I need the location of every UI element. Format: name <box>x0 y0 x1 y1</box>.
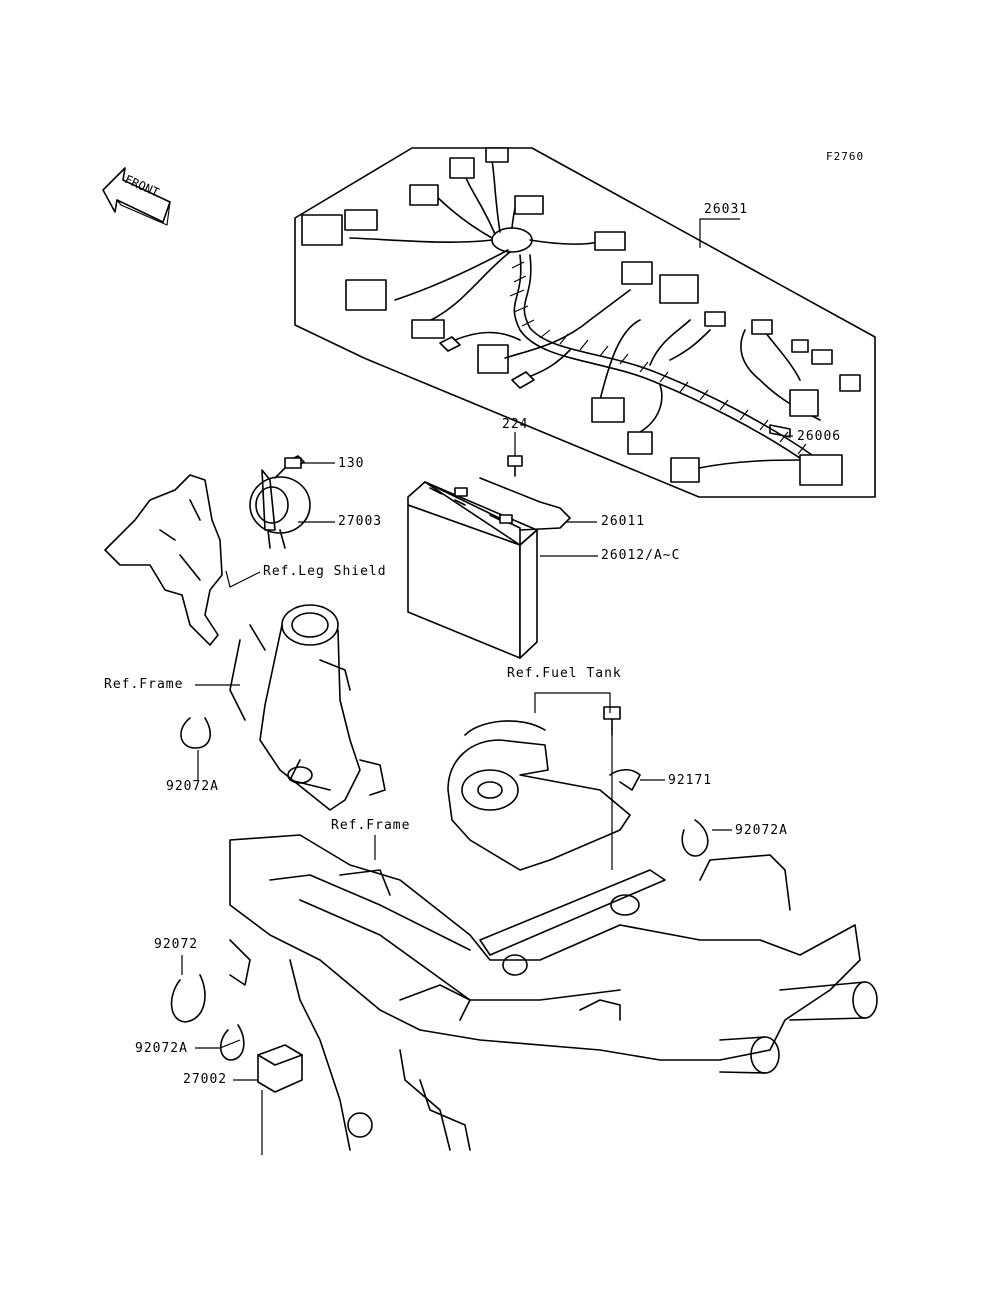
ref-fuel-tank-label: Ref.Fuel Tank <box>507 666 622 681</box>
harness-box <box>294 147 876 498</box>
front-arrow-icon <box>102 167 171 226</box>
figure-code: F2760 <box>826 150 865 163</box>
part-label-27002: 27002 <box>183 1072 228 1087</box>
ref-frame-label-upper: Ref.Frame <box>104 677 184 692</box>
part-label-26012: 26012/A~C <box>601 548 681 563</box>
clamp-92072A-right <box>681 819 709 857</box>
ref-leg-shield-label: Ref.Leg Shield <box>263 564 387 579</box>
part-label-130: 130 <box>338 456 365 471</box>
part-label-92072: 92072 <box>154 937 199 952</box>
part-label-27003: 27003 <box>338 514 383 529</box>
ref-frame-label-lower: Ref.Frame <box>331 818 411 833</box>
horn-bracket <box>104 474 223 646</box>
bolt-fuel-tank <box>603 706 621 736</box>
part-label-26011: 26011 <box>601 514 646 529</box>
fuel-tank-mount <box>447 720 631 871</box>
leader-lines <box>181 218 793 1155</box>
bolt-224 <box>507 455 523 477</box>
part-label-92072A-right: 92072A <box>735 823 788 838</box>
clamp-92072A-lower <box>219 1024 245 1061</box>
part-label-92171: 92171 <box>668 773 713 788</box>
part-label-26031: 26031 <box>704 202 749 217</box>
part-label-92072A-lower: 92072A <box>135 1041 188 1056</box>
main-frame <box>229 834 878 1151</box>
wiring-harness <box>301 147 861 486</box>
clamp-92072 <box>170 974 206 1023</box>
steering-head-frame <box>229 604 386 811</box>
battery-strap <box>479 477 571 531</box>
part-label-224: 224 <box>502 417 529 432</box>
bolt-130 <box>274 457 302 479</box>
part-label-26006: 26006 <box>797 429 842 444</box>
relay-27002 <box>257 1044 303 1093</box>
part-label-92072A-upper: 92072A <box>166 779 219 794</box>
clamp-92171 <box>609 768 641 791</box>
battery <box>407 481 538 659</box>
horn <box>249 455 311 549</box>
clamp-92072A-upper <box>180 717 211 749</box>
